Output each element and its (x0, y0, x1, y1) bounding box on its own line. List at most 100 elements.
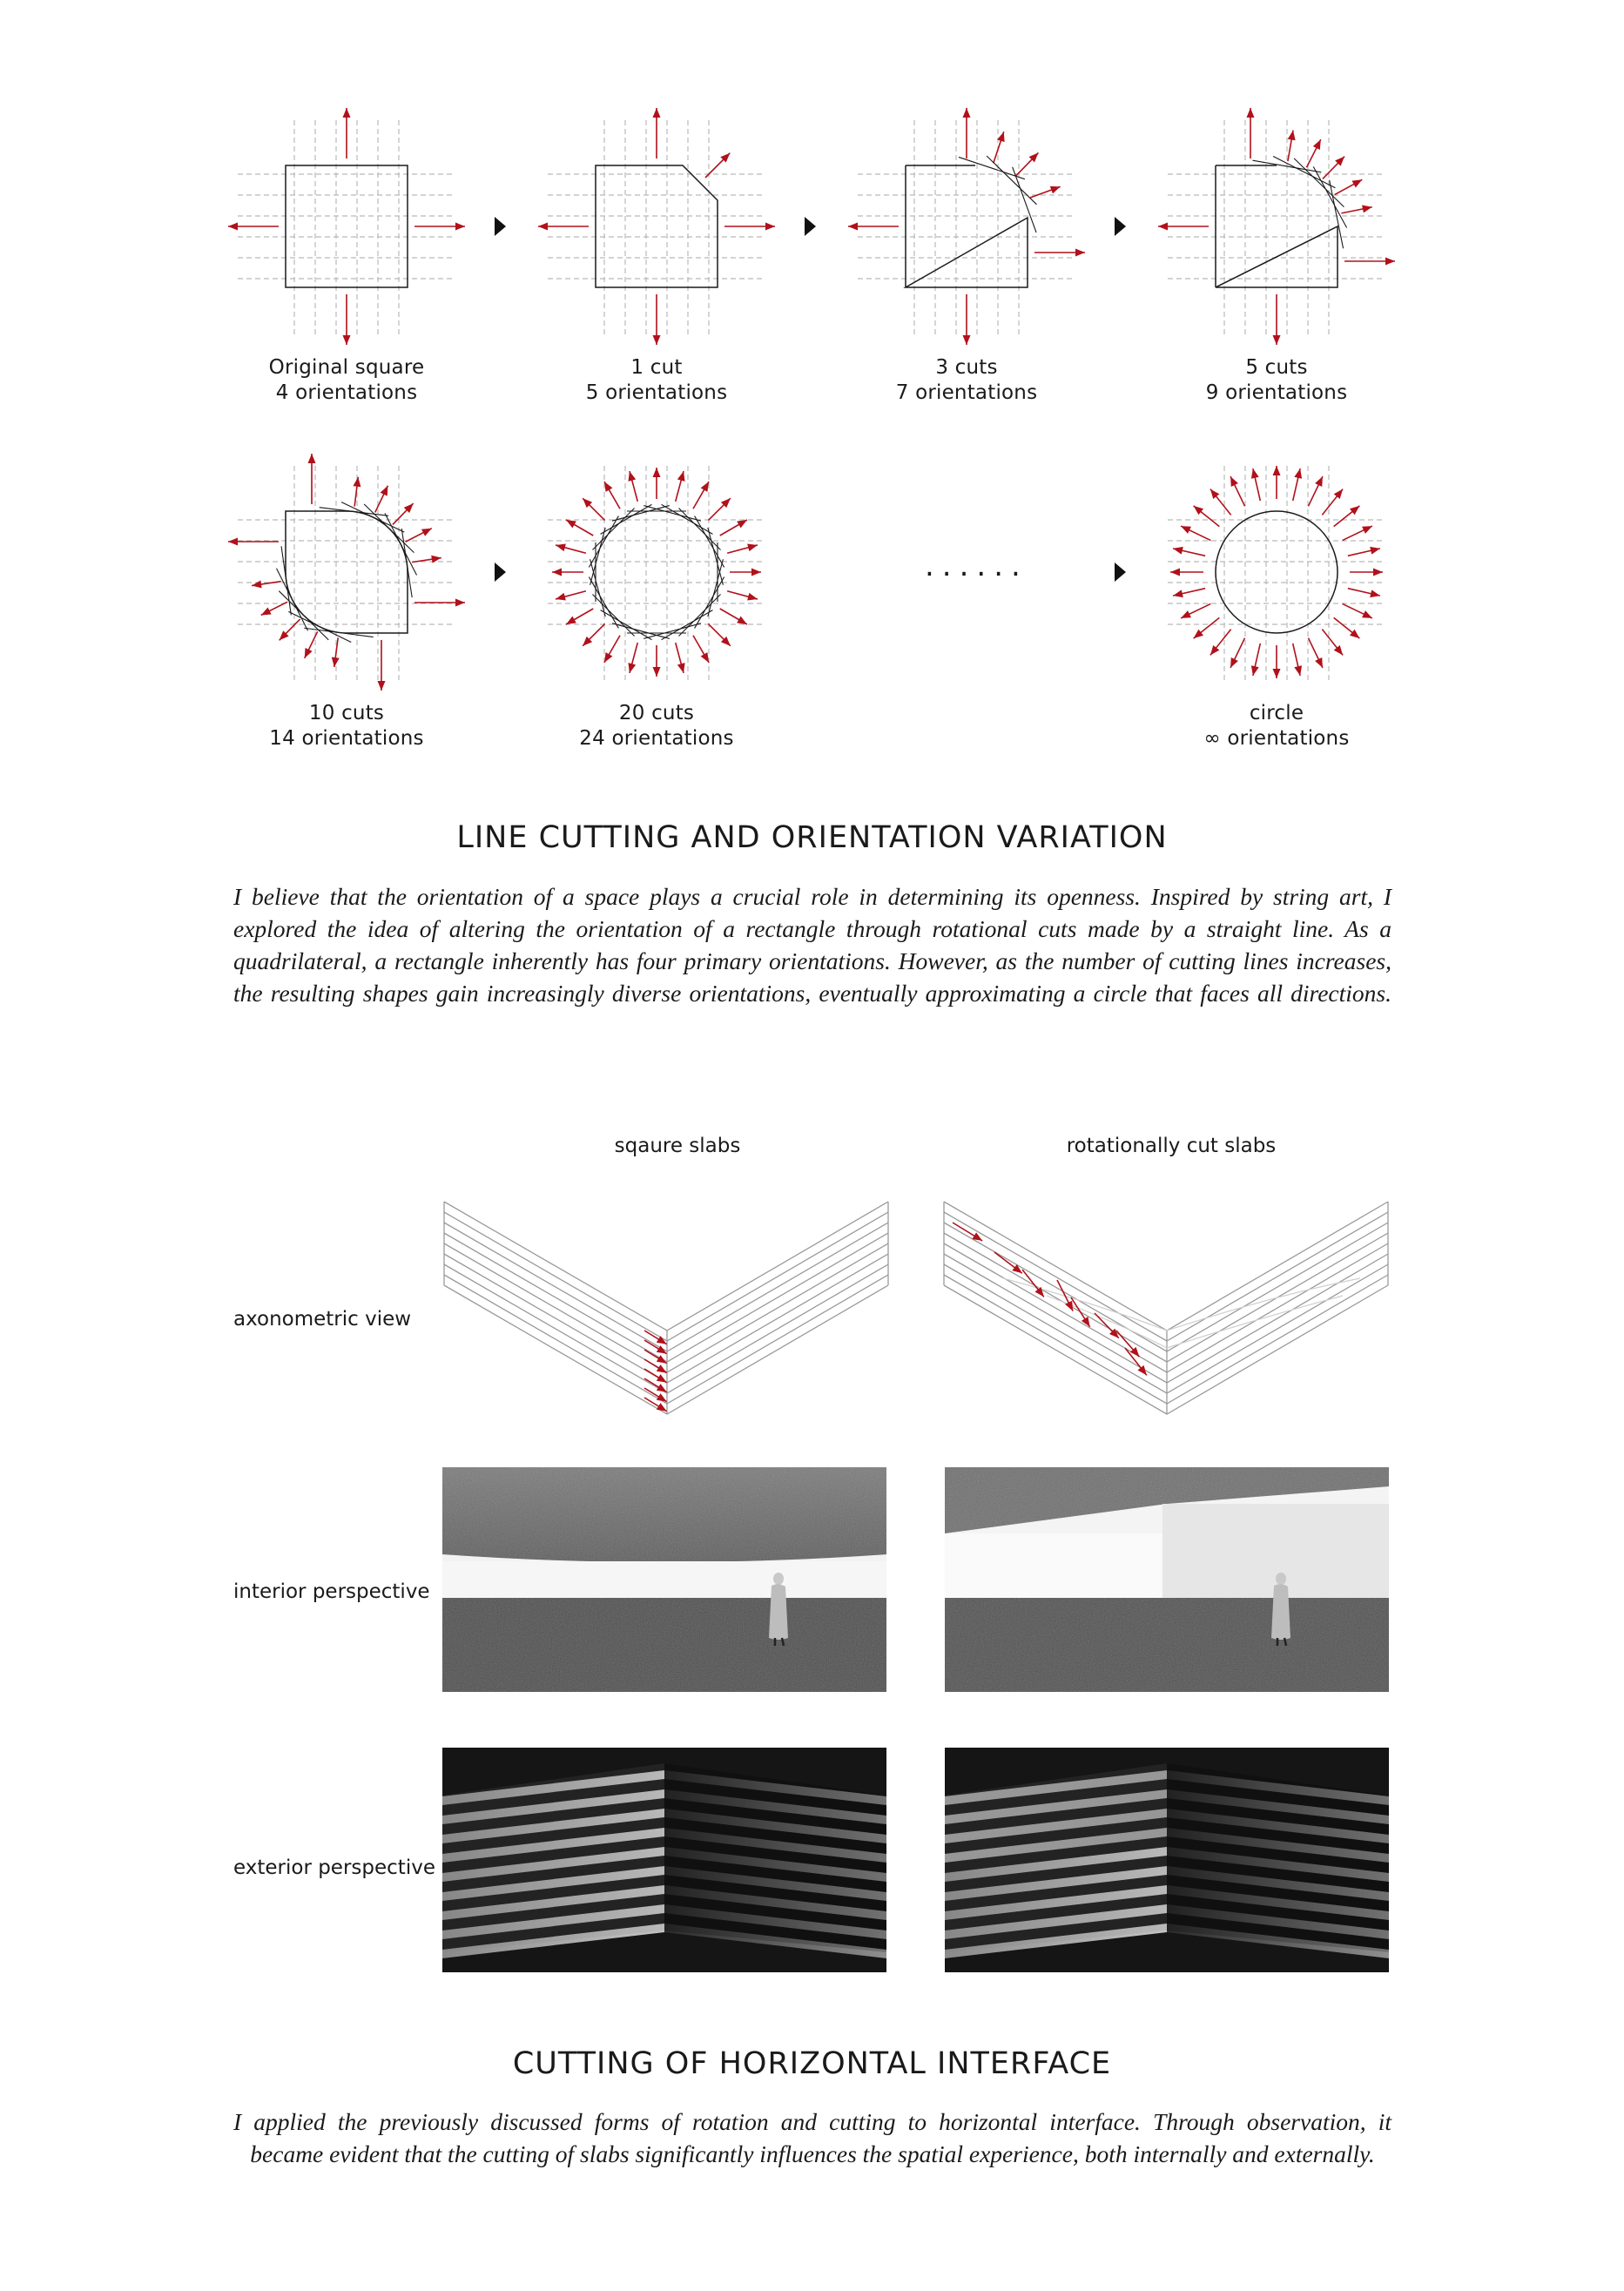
row-label-interior: interior perspective (233, 1580, 430, 1603)
ellipsis: ...... (925, 557, 1028, 575)
orientation-arrow-icon (1334, 506, 1360, 527)
diagram-10-cuts (233, 459, 460, 690)
orientation-arrow-icon (1334, 617, 1360, 638)
orientation-arrow-icon (653, 468, 661, 499)
orientation-arrow-icon (1173, 589, 1205, 597)
orientation-arrow-icon (653, 108, 661, 158)
orientation-arrow-icon (693, 636, 709, 663)
orientation-arrow-icon (1158, 223, 1209, 231)
orientation-arrow-icon (1308, 638, 1322, 668)
orientation-arrow-icon (1293, 644, 1302, 676)
orientation-arrow-icon (1273, 645, 1281, 678)
orientation-arrow-icon (848, 223, 899, 231)
orientation-arrow-icon (375, 486, 388, 513)
orientation-arrow-icon (708, 498, 730, 520)
orientation-arrow-icon (228, 223, 279, 231)
caption-10-cuts: 10 cuts14 orientations (216, 701, 477, 751)
orientation-arrow-icon (1350, 569, 1383, 576)
orientation-arrow-icon (994, 131, 1005, 163)
orientation-arrow-icon (1308, 476, 1322, 506)
orientation-arrow-icon (393, 503, 414, 524)
orientation-arrow-icon (708, 623, 730, 645)
orientation-arrow-icon (1194, 617, 1220, 638)
caption-circle: circle∞ orientations (1146, 701, 1407, 751)
orientation-arrow-icon (653, 645, 661, 677)
orientation-arrow-icon (1170, 569, 1203, 576)
step-arrow-icon (495, 217, 506, 236)
step-arrow-icon (495, 563, 506, 582)
orientation-arrow-icon (1181, 603, 1210, 617)
caption-20-cuts: 20 cuts24 orientations (526, 701, 787, 751)
orientation-arrow-icon (1344, 258, 1395, 266)
orientation-arrow-icon (676, 643, 685, 673)
axonometric-cut-slabs (942, 1200, 1395, 1426)
orientation-arrow-icon (556, 591, 586, 601)
orientation-arrow-icon (676, 471, 685, 502)
diagram-20-cuts (543, 459, 770, 690)
orientation-arrow-icon (414, 599, 465, 607)
orientation-arrow-icon (720, 520, 747, 536)
orientation-arrow-icon (730, 569, 761, 576)
orientation-arrow-icon (406, 529, 432, 542)
orientation-arrow-icon (724, 223, 775, 231)
orientation-arrow-icon (538, 223, 589, 231)
orientation-arrow-icon (1335, 179, 1363, 194)
section-title-horizontal-interface: CUTTING OF HORIZONTAL INTERFACE (0, 2046, 1624, 2081)
orientation-arrow-icon (1194, 506, 1220, 527)
orientation-arrow-icon (552, 569, 583, 576)
orientation-arrow-icon (1348, 547, 1380, 556)
orientation-arrow-icon (1341, 206, 1371, 213)
orientation-arrow-icon (963, 108, 971, 158)
orientation-arrow-icon (1230, 638, 1244, 668)
orientation-arrow-icon (1322, 489, 1343, 515)
axonometric-square-slabs (442, 1200, 895, 1426)
step-arrow-icon (1115, 217, 1126, 236)
diagram-5-cuts (1163, 113, 1390, 344)
exterior-square-slabs (442, 1748, 886, 1972)
orientation-arrow-icon (228, 538, 279, 546)
orientation-arrow-icon (566, 609, 593, 624)
orientation-arrow-icon (1210, 630, 1231, 656)
orientation-arrow-icon (343, 108, 351, 158)
orientation-arrow-icon (653, 294, 661, 345)
orientation-arrow-icon (343, 294, 351, 345)
orientation-arrow-icon (412, 556, 441, 563)
orientation-arrow-icon (1173, 547, 1205, 556)
orientation-arrow-icon (628, 471, 637, 502)
paragraph-line-cutting: I believe that the orientation of a spac… (233, 880, 1392, 1009)
orientation-arrow-icon (1251, 468, 1260, 501)
orientation-arrow-icon (583, 623, 604, 645)
orientation-arrow-icon (1348, 589, 1380, 597)
diagram-3-cuts (853, 113, 1080, 344)
row-label-axonometric: axonometric view (233, 1308, 411, 1331)
orientation-arrow-icon (566, 520, 593, 536)
diagram-1-cut (543, 113, 770, 344)
orientation-arrow-icon (308, 454, 316, 504)
orientation-arrow-icon (1251, 644, 1260, 676)
orientation-arrow-icon (628, 643, 637, 673)
orientation-arrow-icon (1247, 108, 1255, 158)
step-arrow-icon (1115, 563, 1126, 582)
orientation-arrow-icon (1273, 466, 1281, 499)
column-header-square-slabs: sqaure slabs (455, 1135, 900, 1157)
step-arrow-icon (805, 217, 816, 236)
paragraph-horizontal-interface: I applied the previously discussed forms… (233, 2106, 1392, 2170)
interior-cut-slabs (945, 1467, 1389, 1692)
orientation-arrow-icon (963, 294, 971, 345)
orientation-arrow-icon (1343, 603, 1372, 617)
orientation-arrow-icon (414, 223, 465, 231)
section-title-line-cutting: LINE CUTTING AND ORIENTATION VARIATION (0, 820, 1624, 855)
orientation-arrow-icon (332, 637, 340, 667)
orientation-arrow-icon (604, 482, 620, 509)
exterior-cut-slabs (945, 1748, 1389, 1972)
orientation-arrow-icon (1181, 526, 1210, 540)
orientation-arrow-icon (252, 581, 281, 589)
orientation-arrow-icon (556, 543, 586, 553)
diagram-original-square (233, 113, 460, 344)
orientation-arrow-icon (583, 498, 604, 520)
orientation-arrow-icon (727, 543, 758, 553)
orientation-arrow-icon (1288, 131, 1296, 161)
